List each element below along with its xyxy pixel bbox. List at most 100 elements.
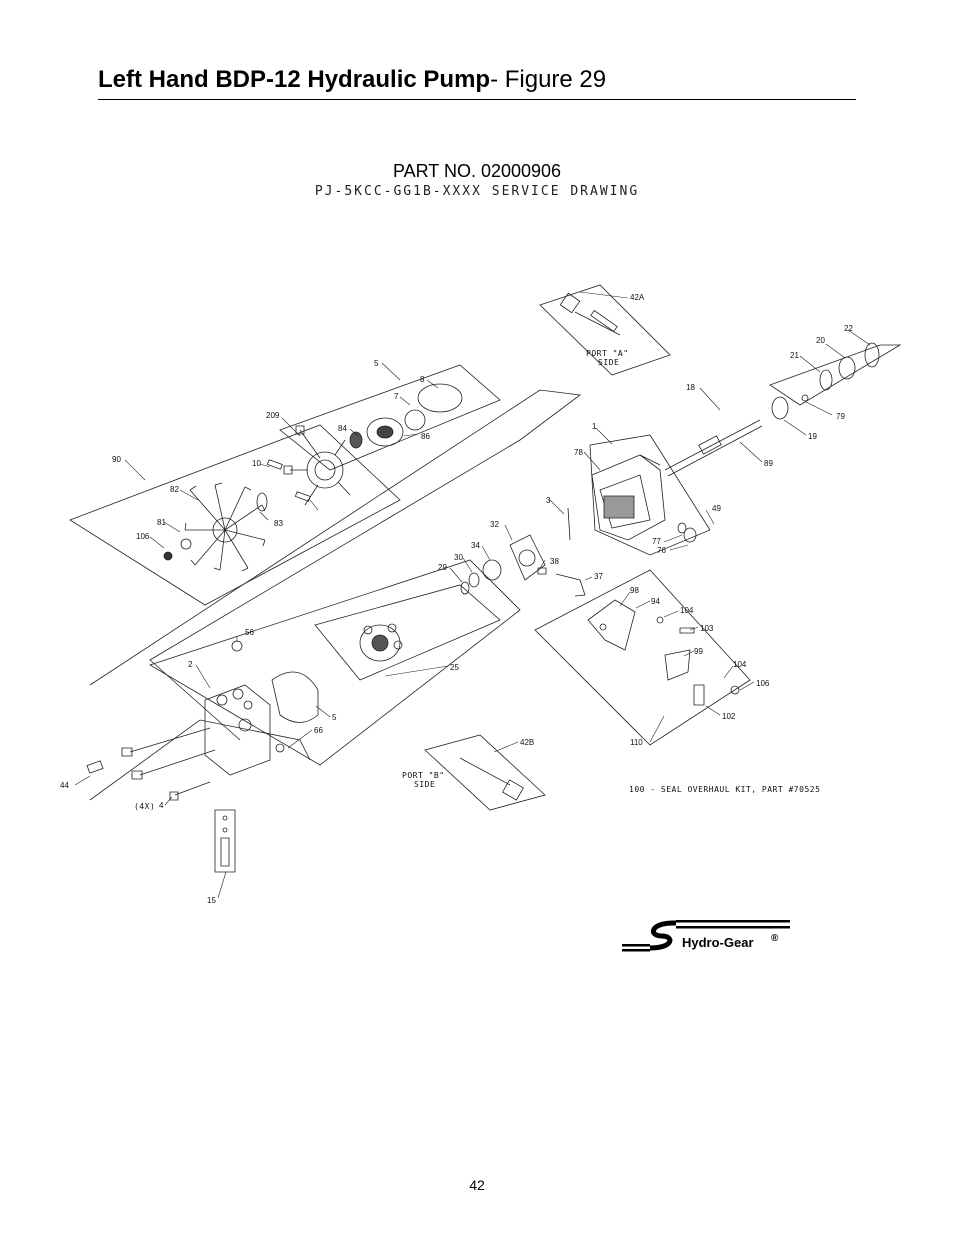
leader-lines (75, 292, 870, 898)
valve-44 (87, 761, 103, 773)
panel-bracket (535, 570, 750, 745)
panel-cylinder-group (150, 560, 520, 765)
callout-label: 66 (314, 726, 323, 735)
bearing-86 (405, 410, 425, 430)
panel-piston-block (315, 585, 500, 680)
panel-fitting-15 (215, 810, 235, 872)
washer-83 (257, 493, 267, 511)
callout-label: 83 (274, 519, 283, 528)
callout-label: 29 (438, 563, 447, 572)
callout-label: 19 (808, 432, 817, 441)
callout-label: 76 (657, 546, 666, 555)
callout-label: 42A (630, 293, 645, 302)
callout-label: 1 (592, 422, 597, 431)
bearing-19 (772, 397, 788, 419)
key-38 (538, 568, 546, 574)
callout-label: 106 (136, 532, 150, 541)
plug-66 (276, 744, 284, 752)
callout-label: 56 (245, 628, 254, 637)
washer-81 (181, 539, 191, 549)
retaining-ring-22 (865, 343, 879, 367)
port-a-side-label: SIDE (598, 358, 619, 367)
bracket-98 (588, 600, 635, 650)
panel-fan-group (70, 425, 400, 605)
nut-106-b (731, 686, 739, 694)
callout-label: 89 (764, 459, 773, 468)
trunnion-209 (284, 426, 350, 505)
gasket-5 (272, 672, 318, 723)
callout-label: 8 (420, 375, 425, 384)
panel-trunnion-group (280, 365, 500, 470)
pin-3 (568, 508, 570, 540)
seal-21 (820, 370, 832, 390)
callout-label: 106 (756, 679, 770, 688)
callout-label: 5 (332, 713, 337, 722)
washer-104 (657, 617, 663, 623)
callout-label: 38 (550, 557, 559, 566)
panel-main-frame (90, 390, 580, 740)
spring-102 (694, 685, 704, 705)
title-suffix: - Figure 29 (490, 66, 607, 93)
arm-99 (665, 650, 690, 680)
plug-56 (232, 641, 242, 651)
fan-82 (185, 483, 265, 571)
callout-label: 99 (694, 647, 703, 656)
nut-106 (164, 552, 172, 560)
title-bold: Left Hand BDP-12 Hydraulic Pump (98, 66, 491, 93)
bearing-34 (483, 560, 501, 580)
quantity-note: (4X) (134, 802, 155, 811)
port-a-label: PORT "A" (586, 349, 629, 358)
cylinder-block-25 (360, 624, 402, 661)
callout-label: 94 (651, 597, 660, 606)
fitting-42b (460, 758, 523, 800)
callout-labels: 42A 22 20 21 18 79 19 5 8 7 209 84 86 1 … (60, 293, 853, 905)
bearing-plate-7 (367, 418, 403, 446)
panel-port-b (425, 735, 545, 810)
fitting-42a (560, 293, 620, 335)
bearing-20 (839, 357, 855, 379)
callout-label: 79 (836, 412, 845, 421)
service-drawing-title: PJ-5KCC-GG1B-XXXX SERVICE DRAWING (314, 184, 640, 199)
callout-label: 104 (680, 606, 694, 615)
title-underline (98, 99, 856, 100)
part-number: PART NO. 02000906 (392, 161, 562, 181)
callout-label: 15 (207, 896, 216, 905)
callout-label: 98 (630, 586, 639, 595)
callout-label: 110 (630, 738, 643, 747)
hydro-gear-logo: Hydro-Gear ® (622, 920, 790, 952)
callout-label: 7 (394, 392, 399, 401)
callout-label: 25 (450, 663, 459, 672)
control-arm-37 (556, 574, 585, 596)
bolts-10 (267, 460, 310, 501)
callout-label: 3 (546, 496, 551, 505)
end-cap-2 (205, 685, 270, 775)
callout-label: 42B (520, 738, 534, 747)
callout-label: 18 (686, 383, 695, 392)
panel-housing (590, 435, 710, 555)
swashplate-32 (510, 535, 545, 580)
washer-29 (461, 582, 469, 594)
ring-79 (802, 395, 808, 401)
callout-label: 32 (490, 520, 499, 529)
oring-77 (678, 523, 686, 533)
callout-label: 30 (454, 553, 463, 562)
callout-label: 77 (652, 537, 661, 546)
s-emblem-icon (650, 923, 676, 948)
seal-76 (684, 528, 696, 542)
callout-label: 82 (170, 485, 179, 494)
bolt-103 (680, 628, 694, 633)
port-b-side-label: SIDE (414, 780, 435, 789)
oring-8 (418, 384, 462, 412)
callout-label: 78 (574, 448, 583, 457)
panel-lower-left (90, 720, 310, 800)
callout-label: 37 (594, 572, 603, 581)
callout-label: 49 (712, 504, 721, 513)
thrust-30 (469, 573, 479, 587)
page-number: 42 (469, 1177, 485, 1193)
callout-label: 5 (374, 359, 379, 368)
port-b-label: PORT "B" (402, 771, 445, 780)
callout-label: 20 (816, 336, 825, 345)
callout-label: 81 (157, 518, 166, 527)
brand-name: Hydro-Gear (682, 935, 754, 950)
